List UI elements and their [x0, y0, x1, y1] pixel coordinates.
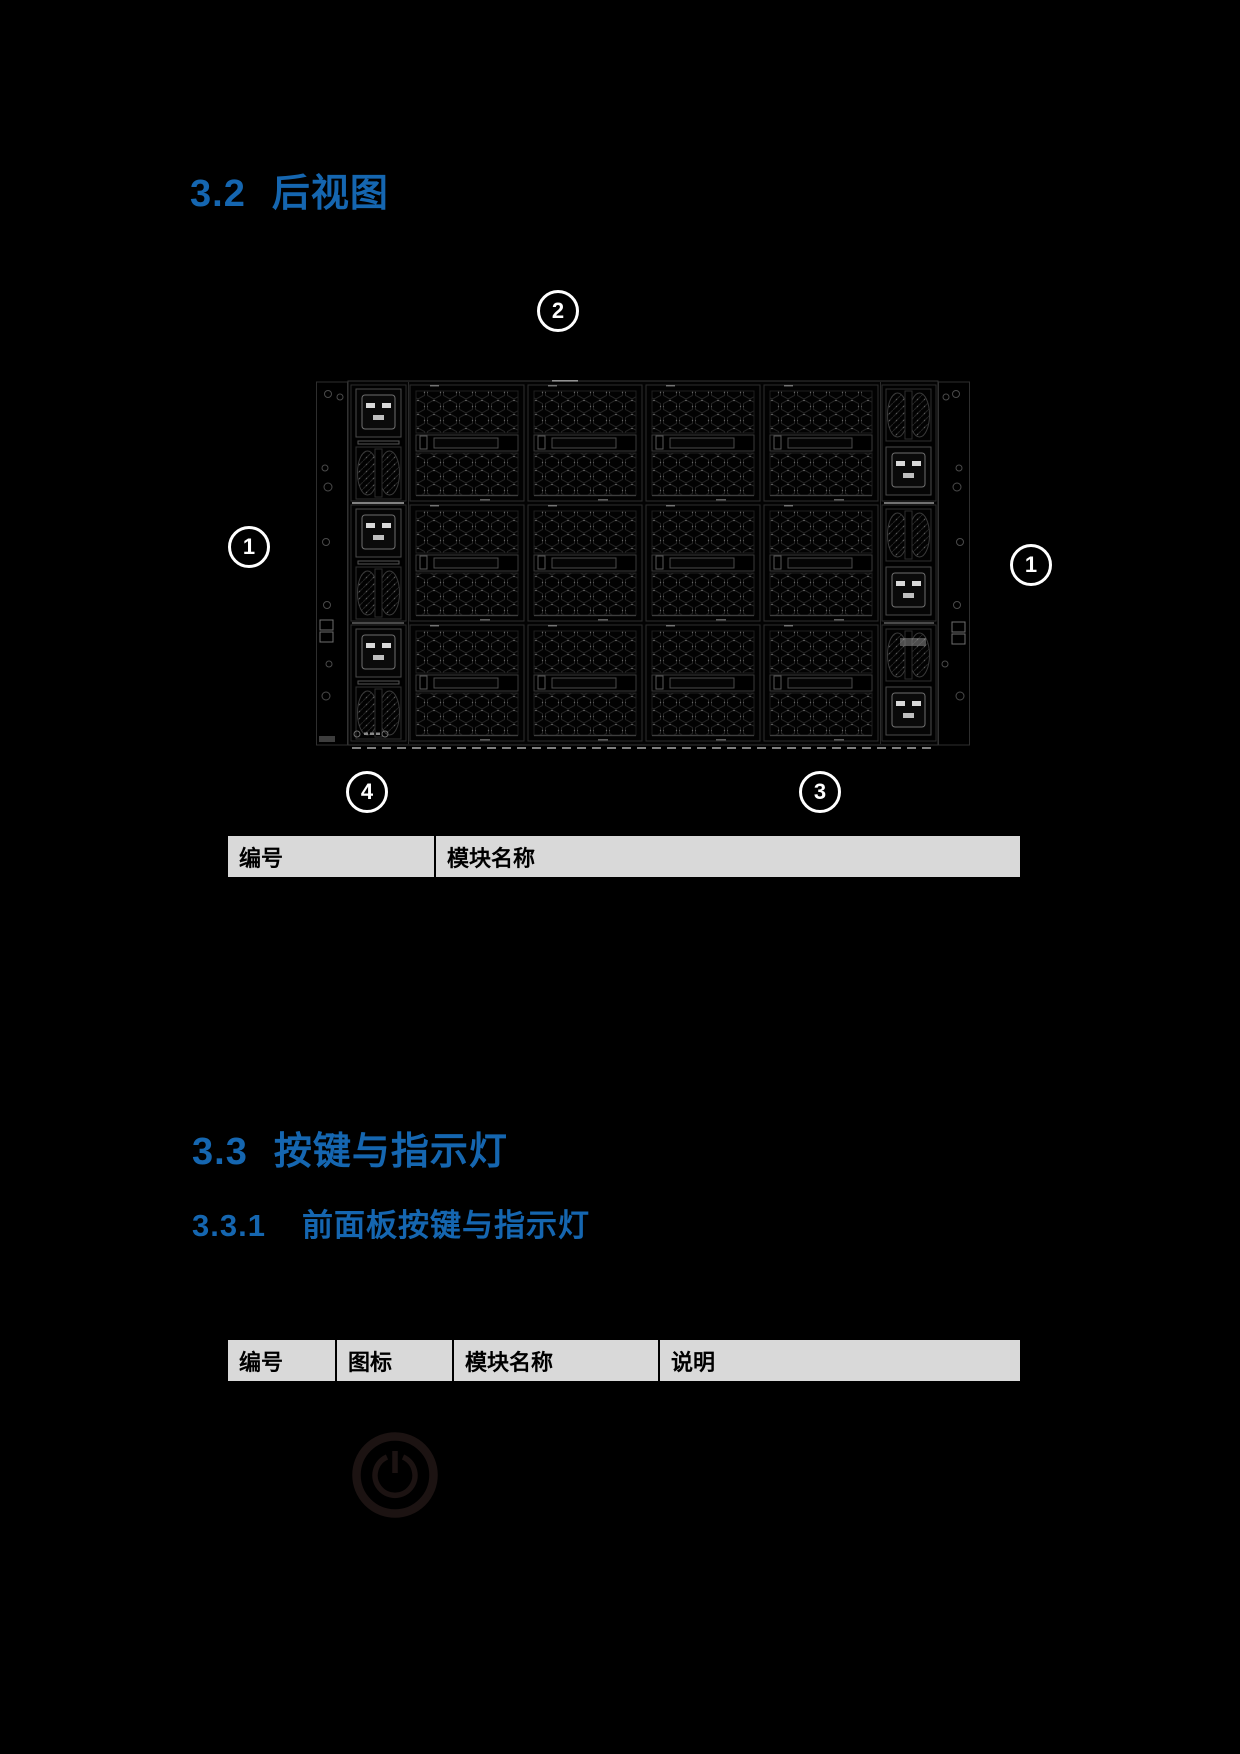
callout-1-right-label: 1: [1024, 552, 1038, 577]
ear-screw-holes: [321, 390, 965, 701]
subsection-title: 前面板按键与指示灯: [301, 1208, 590, 1243]
subsection-number: 3.3.1: [192, 1208, 266, 1243]
callout-1-left: 1: [228, 526, 270, 568]
table-header-module-name-label: 模块名称: [447, 845, 536, 871]
callout-4-label: 4: [360, 779, 374, 804]
section-heading-buttons-leds: 3.3 按键与指示灯: [192, 1120, 508, 1175]
table-header-description: 说明: [658, 1340, 1020, 1381]
subsection-heading-front-panel: 3.3.1 前面板按键与指示灯: [192, 1200, 590, 1245]
right-rack-ear: [938, 381, 970, 746]
rear-view-diagram: [316, 380, 970, 749]
table-header-module-name-label: 模块名称: [465, 1349, 554, 1375]
bottom-label: [319, 736, 335, 742]
callout-3-label: 3: [813, 779, 827, 804]
callout-1-right: 1: [1010, 544, 1052, 586]
right-psu-column: [881, 384, 937, 742]
callout-4: 4: [346, 771, 388, 813]
callout-1-left-label: 1: [242, 534, 256, 559]
table-header-module-name: 模块名称: [434, 836, 1020, 877]
callout-2-label: 2: [551, 298, 565, 323]
table-header-number-label: 编号: [239, 845, 284, 871]
section-number: 3.3: [192, 1131, 248, 1173]
rear-view-table: 编号 模块名称: [228, 836, 1020, 877]
left-rack-ear: [316, 381, 348, 746]
section-heading-rear-view: 3.2 后视图: [190, 162, 389, 217]
section-number: 3.2: [190, 173, 246, 215]
table-header-number: 编号: [228, 1340, 335, 1381]
callout-2: 2: [537, 290, 579, 332]
table-header-module-name: 模块名称: [452, 1340, 658, 1381]
table-header-description-label: 说明: [671, 1349, 716, 1375]
table-header-number: 编号: [228, 836, 434, 877]
ear-latch-blocks: [319, 619, 966, 645]
section-title: 后视图: [271, 173, 389, 215]
section-title: 按键与指示灯: [273, 1131, 508, 1173]
power-button-icon: [352, 1432, 438, 1518]
table-header-icon: 图标: [335, 1340, 452, 1381]
callout-3: 3: [799, 771, 841, 813]
table-header-icon-label: 图标: [348, 1349, 393, 1375]
left-psu-column: [350, 384, 407, 742]
table-header-number-label: 编号: [239, 1349, 284, 1375]
front-panel-table: 编号 图标 模块名称 说明: [228, 1340, 1020, 1381]
